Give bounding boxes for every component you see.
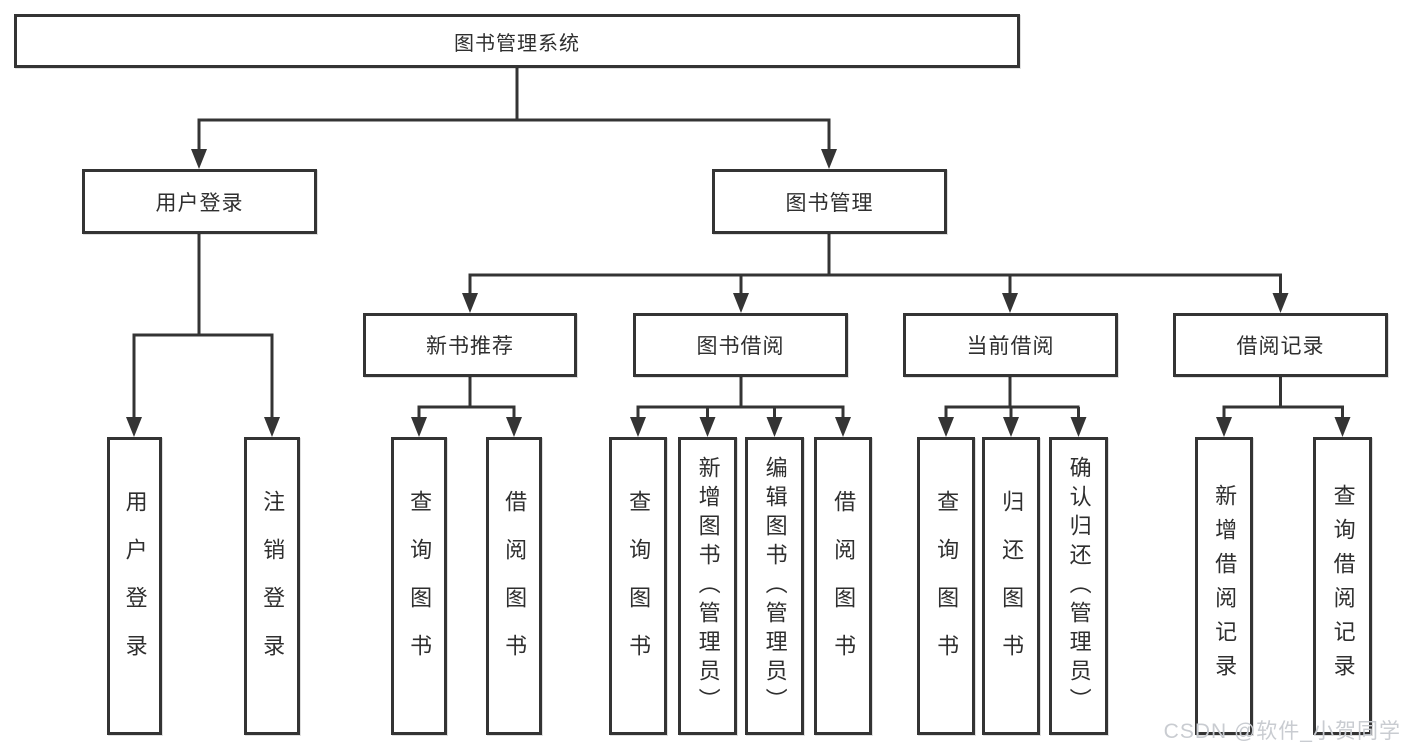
node-borrowing-records: 借阅记录 <box>1173 313 1388 377</box>
leaf-add-borrow-record: 新增借阅记录 <box>1195 437 1253 735</box>
csdn-watermark: CSDN @软件_小贺同学 <box>1163 720 1401 743</box>
leaf-label: 归还图书 <box>999 490 1025 682</box>
leaf-label: 注销登录 <box>260 490 286 682</box>
leaf-return-book: 归还图书 <box>982 437 1040 735</box>
leaf-label: 编辑图书（管理员） <box>762 455 788 717</box>
leaf-borrow-books-2: 借阅图书 <box>814 437 872 735</box>
node-label: 图书借阅 <box>696 335 785 358</box>
node-label: 新书推荐 <box>426 335 514 358</box>
node-label: 图书管理 <box>785 191 874 215</box>
leaf-query-books-2: 查询图书 <box>609 437 667 735</box>
leaf-user-login: 用户登录 <box>107 437 162 735</box>
node-label: 当前借阅 <box>966 335 1055 358</box>
node-current-borrowing: 当前借阅 <box>903 313 1118 377</box>
leaf-label: 查询借阅记录 <box>1330 484 1356 688</box>
leaf-add-book-admin: 新增图书（管理员） <box>678 437 737 735</box>
node-new-book-recommendation: 新书推荐 <box>363 313 577 377</box>
leaf-label: 借阅图书 <box>831 490 857 682</box>
leaf-query-books-3: 查询图书 <box>917 437 975 735</box>
leaf-label: 用户登录 <box>122 490 148 682</box>
leaf-label: 查询图书 <box>934 490 960 682</box>
node-user-login: 用户登录 <box>82 169 317 234</box>
leaf-label: 确认归还（管理员） <box>1066 455 1092 717</box>
leaf-edit-book-admin: 编辑图书（管理员） <box>745 437 804 735</box>
leaf-query-borrow-record: 查询借阅记录 <box>1313 437 1372 735</box>
node-book-management: 图书管理 <box>712 169 947 234</box>
node-label: 借阅记录 <box>1236 335 1325 358</box>
leaf-label: 查询图书 <box>407 490 433 682</box>
leaf-label: 查询图书 <box>626 490 652 682</box>
leaf-label: 借阅图书 <box>502 490 528 682</box>
leaf-confirm-return-admin: 确认归还（管理员） <box>1049 437 1108 735</box>
node-label: 图书管理系统 <box>454 32 580 55</box>
leaf-query-books-1: 查询图书 <box>391 437 447 735</box>
node-library-management-system: 图书管理系统 <box>14 14 1020 68</box>
leaf-logout: 注销登录 <box>244 437 300 735</box>
leaf-label: 新增图书（管理员） <box>695 455 721 717</box>
leaf-label: 新增借阅记录 <box>1212 484 1238 688</box>
node-book-borrowing: 图书借阅 <box>633 313 848 377</box>
leaf-borrow-books-1: 借阅图书 <box>486 437 542 735</box>
node-label: 用户登录 <box>155 191 244 215</box>
